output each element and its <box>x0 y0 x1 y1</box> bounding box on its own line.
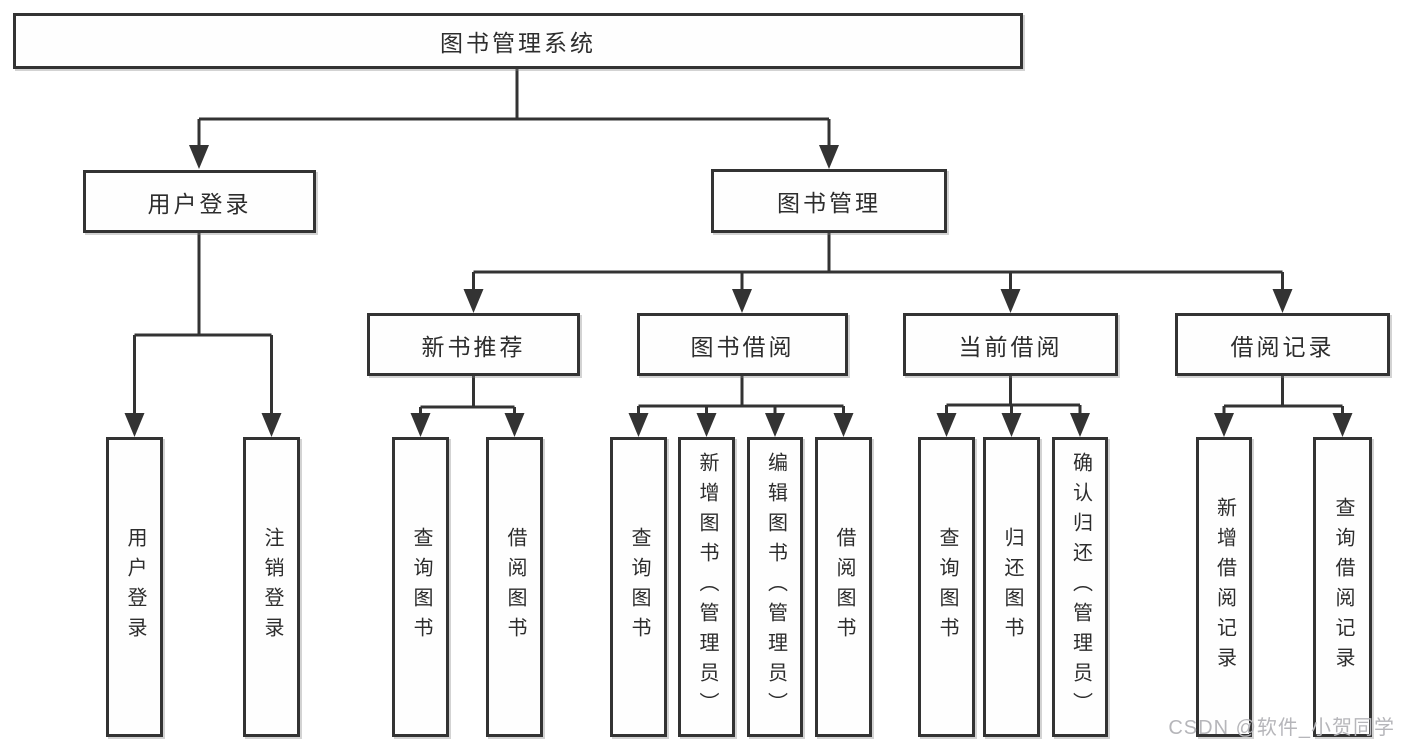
node-label: 用户登录 <box>147 190 252 217</box>
node-label: 新增图书（管理员） <box>696 452 718 722</box>
leaf-query-books-current: 查询图书 <box>918 437 975 737</box>
leaf-return-books: 归还图书 <box>983 437 1040 737</box>
node-label: 图书借阅 <box>690 333 795 360</box>
node-new-book-recommend: 新书推荐 <box>367 313 580 376</box>
node-book-borrowing: 图书借阅 <box>637 313 848 376</box>
node-label: 注销登录 <box>261 527 283 647</box>
connector-stems <box>133 69 1344 415</box>
node-label: 图书管理 <box>777 190 881 216</box>
node-label: 归还图书 <box>1001 527 1023 647</box>
arrowheads <box>124 145 1353 437</box>
node-label: 查询图书 <box>936 527 958 647</box>
leaf-confirm-return-admin: 确认归还（管理员） <box>1052 437 1108 737</box>
node-label: 查询图书 <box>628 527 650 647</box>
node-label: 确认归还（管理员） <box>1069 452 1092 722</box>
node-user-login: 用户登录 <box>83 170 316 233</box>
node-root-system: 图书管理系统 <box>13 13 1023 69</box>
node-label: 用户登录 <box>124 527 146 647</box>
leaf-query-books-borrowing: 查询图书 <box>610 437 667 737</box>
node-label: 新书推荐 <box>421 333 526 360</box>
leaf-query-books-recommend: 查询图书 <box>392 437 449 737</box>
node-label: 新增借阅记录 <box>1213 497 1236 677</box>
node-label: 图书管理系统 <box>440 30 596 56</box>
node-label: 查询借阅记录 <box>1332 497 1354 677</box>
node-borrowing-records: 借阅记录 <box>1175 313 1390 376</box>
node-label: 当前借阅 <box>958 333 1063 360</box>
leaf-edit-book-admin: 编辑图书（管理员） <box>747 437 803 737</box>
node-book-management: 图书管理 <box>711 169 947 233</box>
leaf-logout: 注销登录 <box>243 437 300 737</box>
leaf-add-borrow-record: 新增借阅记录 <box>1196 437 1252 737</box>
node-current-borrowing: 当前借阅 <box>903 313 1118 376</box>
leaf-add-book-admin: 新增图书（管理员） <box>678 437 735 737</box>
node-label: 借阅图书 <box>504 527 526 647</box>
node-label: 借阅记录 <box>1230 333 1335 360</box>
node-label: 借阅图书 <box>833 527 855 647</box>
node-label: 查询图书 <box>410 527 432 647</box>
leaf-user-login: 用户登录 <box>106 437 163 737</box>
leaf-borrow-books: 借阅图书 <box>815 437 872 737</box>
leaf-query-borrow-record: 查询借阅记录 <box>1313 437 1372 737</box>
leaf-borrow-books-recommend: 借阅图书 <box>486 437 543 737</box>
node-label: 编辑图书（管理员） <box>764 452 787 722</box>
csdn-watermark: CSDN @软件_小贺同学 <box>1168 717 1395 739</box>
